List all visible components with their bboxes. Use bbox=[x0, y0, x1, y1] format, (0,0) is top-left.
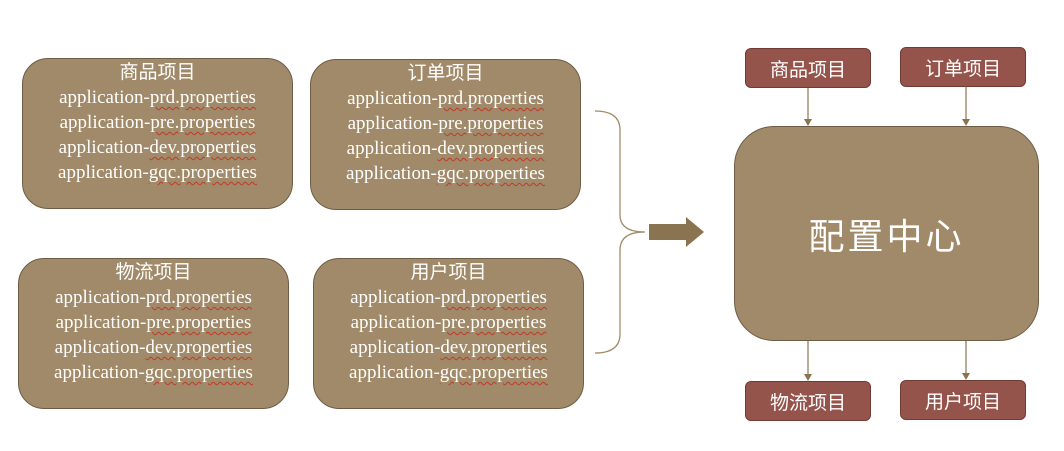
config-file-gqc: application-gqc.properties bbox=[54, 362, 253, 383]
brace-connector bbox=[594, 110, 646, 354]
config-file-pre: application-pre.properties bbox=[347, 113, 544, 134]
project-title: 用户项目 bbox=[410, 261, 487, 283]
node-user: 用户项目 bbox=[900, 380, 1026, 420]
config-file-gqc: application-gqc.properties bbox=[346, 163, 545, 184]
project-title: 物流项目 bbox=[115, 261, 192, 283]
project-box-goods: 商品项目 application-prd.properties applicat… bbox=[22, 58, 293, 209]
config-file-dev: application-dev.properties bbox=[58, 137, 257, 158]
arrow-head bbox=[962, 373, 970, 380]
config-file-prd: application-prd.properties bbox=[59, 87, 256, 108]
arrow-head bbox=[804, 119, 812, 126]
node-label: 物流项目 bbox=[769, 391, 846, 414]
config-file-pre: application-pre.properties bbox=[55, 312, 252, 333]
node-goods: 商品项目 bbox=[745, 48, 871, 88]
config-center-label: 配置中心 bbox=[808, 216, 965, 258]
project-title: 商品项目 bbox=[119, 61, 196, 83]
node-order: 订单项目 bbox=[900, 47, 1026, 87]
arrow-head bbox=[804, 374, 812, 381]
config-file-gqc: application-gqc.properties bbox=[58, 162, 257, 183]
project-box-user: 用户项目 application-prd.properties applicat… bbox=[313, 258, 584, 409]
project-title: 订单项目 bbox=[407, 62, 484, 84]
config-file-prd: application-prd.properties bbox=[55, 287, 252, 308]
config-center: 配置中心 bbox=[734, 126, 1039, 341]
node-label: 商品项目 bbox=[769, 58, 846, 81]
config-file-dev: application-dev.properties bbox=[346, 138, 545, 159]
config-file-prd: application-prd.properties bbox=[347, 88, 544, 109]
project-box-order: 订单项目 application-prd.properties applicat… bbox=[310, 59, 581, 210]
right-arrow-icon bbox=[649, 217, 704, 247]
config-file-pre: application-pre.properties bbox=[59, 112, 256, 133]
config-file-dev: application-dev.properties bbox=[349, 337, 548, 358]
project-box-logistics: 物流项目 application-prd.properties applicat… bbox=[18, 258, 289, 409]
node-logistics: 物流项目 bbox=[745, 381, 871, 421]
config-file-dev: application-dev.properties bbox=[54, 337, 253, 358]
config-file-pre: application-pre.properties bbox=[350, 312, 547, 333]
config-file-prd: application-prd.properties bbox=[350, 287, 547, 308]
node-label: 用户项目 bbox=[924, 390, 1001, 413]
node-label: 订单项目 bbox=[924, 57, 1001, 80]
arrow-head bbox=[962, 119, 970, 126]
config-file-gqc: application-gqc.properties bbox=[349, 362, 548, 383]
